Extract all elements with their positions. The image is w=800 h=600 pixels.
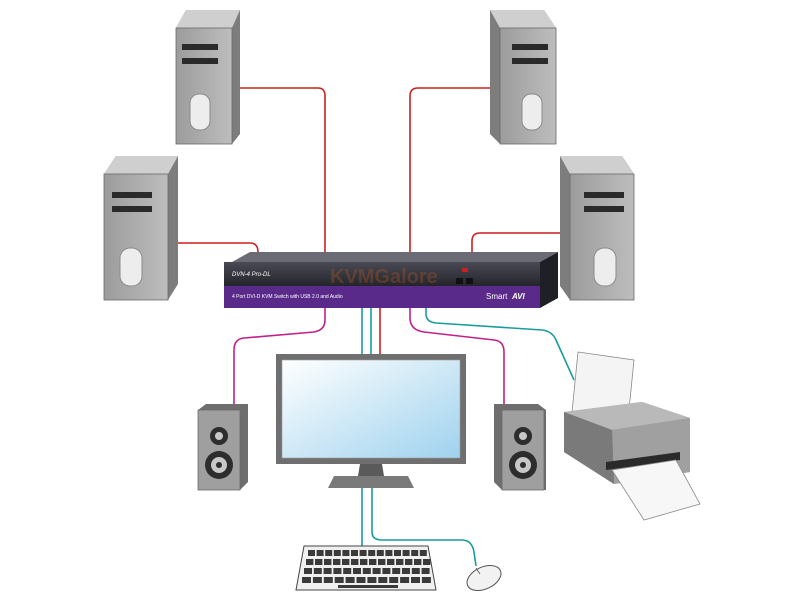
monitor — [276, 354, 466, 488]
keyboard-key — [324, 559, 332, 565]
keyboard-key — [392, 568, 401, 574]
keyboard-key — [333, 559, 341, 565]
keyboard-key — [306, 559, 314, 565]
keyboard-key — [304, 568, 312, 574]
keyboard-key — [333, 568, 342, 574]
computer-tower-1 — [175, 10, 240, 145]
switch-description-label: 4 Port DVI-D KVM Switch with USB 2.0 and… — [232, 294, 343, 300]
keyboard-key — [400, 577, 410, 583]
keyboard-key — [308, 550, 315, 556]
brand-suffix: AVI — [511, 292, 526, 301]
kvm-switch: DVN-4 Pro-DL KVMGalore 4 Port DVI-D KVM … — [224, 252, 558, 308]
keyboard-key — [323, 568, 332, 574]
keyboard-key — [411, 577, 420, 583]
keyboard-key — [378, 559, 386, 565]
keyboard-key — [419, 550, 427, 556]
keyboard-key — [389, 577, 399, 583]
keyboard-spacebar — [338, 585, 398, 588]
keyboard-key — [385, 550, 393, 556]
keyboard-key — [421, 568, 430, 574]
keyboard-key — [382, 568, 391, 574]
keyboard-key — [333, 550, 341, 556]
keyboard-key — [315, 559, 323, 565]
keyboard-key — [353, 568, 361, 574]
usb-cable-printer — [425, 308, 575, 381]
keyboard-key — [312, 577, 322, 583]
keyboard-key — [411, 550, 419, 556]
keyboard-key — [367, 577, 377, 583]
keyboard-key — [376, 550, 384, 556]
keyboard-key — [387, 559, 395, 565]
keyboard-key — [368, 550, 376, 556]
switch-port-indicator — [462, 268, 468, 272]
keyboard-key — [411, 568, 420, 574]
keyboard-key — [351, 559, 359, 565]
keyboard-key — [302, 577, 311, 583]
keyboard-key — [369, 559, 377, 565]
keyboard-key — [342, 550, 350, 556]
keyboard-key — [359, 550, 367, 556]
keyboard-key — [423, 559, 431, 565]
video-cable-2 — [178, 242, 259, 262]
keyboard-key — [343, 568, 352, 574]
keyboard-key — [414, 559, 422, 565]
keyboard-key — [345, 577, 355, 583]
computer-tower-2 — [103, 156, 178, 301]
keyboard-key — [402, 568, 410, 574]
audio-cable-left — [233, 308, 326, 404]
keyboard-key — [334, 577, 344, 583]
keyboard-key — [421, 577, 431, 583]
keyboard — [295, 545, 437, 591]
switch-led-2 — [466, 278, 473, 284]
keyboard-key — [313, 568, 322, 574]
keyboard-key — [405, 559, 413, 565]
keyboard-key — [325, 550, 333, 556]
audio-cable-right — [409, 308, 505, 404]
keyboard-keys — [302, 550, 431, 588]
usb-cable-to-mouse — [371, 488, 477, 567]
speaker-left — [197, 404, 248, 491]
switch-model-label: DVN-4 Pro-DL — [232, 272, 271, 278]
keyboard-key — [372, 568, 381, 574]
cables — [178, 87, 575, 567]
speaker-right — [494, 404, 546, 491]
keyboard-key — [396, 559, 404, 565]
printer — [564, 351, 701, 521]
keyboard-key — [323, 577, 333, 583]
watermark-text: KVMGalore — [330, 266, 438, 288]
keyboard-key — [356, 577, 366, 583]
keyboard-key — [362, 568, 371, 574]
keyboard-key — [316, 550, 324, 556]
keyboard-key — [360, 559, 368, 565]
video-cable-3 — [409, 87, 492, 262]
mouse — [466, 564, 502, 592]
keyboard-key — [351, 550, 358, 556]
keyboard-key — [402, 550, 410, 556]
switch-led-1 — [456, 278, 463, 284]
keyboard-key — [378, 577, 388, 583]
computer-tower-3 — [490, 10, 557, 145]
video-cable-1 — [232, 87, 326, 262]
brand-prefix: Smart — [486, 292, 508, 301]
computer-tower-4 — [560, 156, 635, 301]
keyboard-key — [342, 559, 350, 565]
video-cable-4 — [471, 232, 562, 262]
keyboard-key — [394, 550, 401, 556]
monitor-screen — [281, 359, 461, 459]
